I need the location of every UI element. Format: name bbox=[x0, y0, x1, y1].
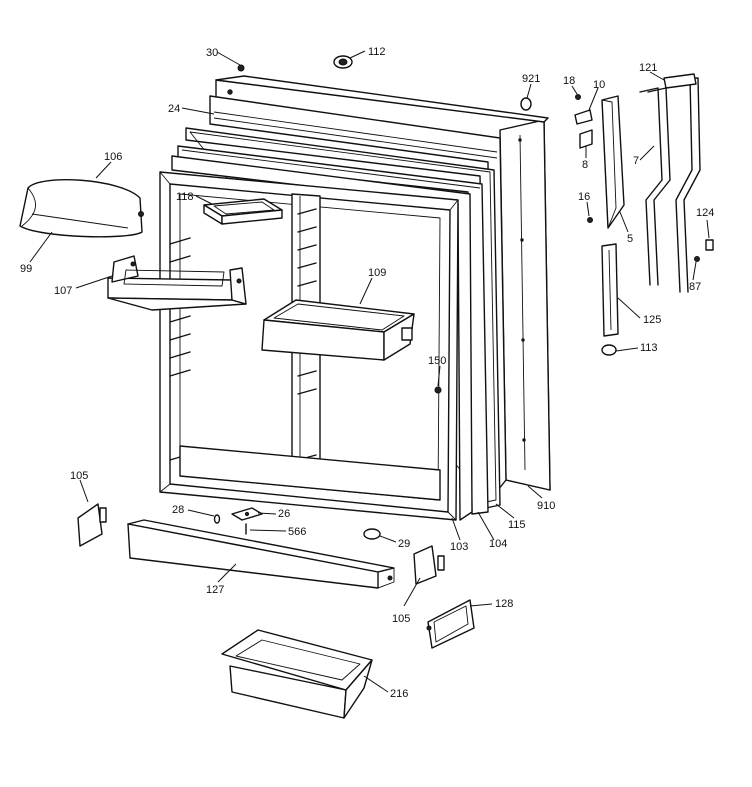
part-105-left-cap bbox=[77, 503, 107, 547]
part-127-shelf-front bbox=[127, 519, 395, 589]
callout-87: 87 bbox=[689, 281, 701, 293]
callout-124: 124 bbox=[696, 207, 714, 219]
leader-lines bbox=[29, 50, 710, 693]
callout-99: 99 bbox=[20, 263, 32, 275]
callout-106: 106 bbox=[104, 151, 122, 163]
part-5-hinge-bracket bbox=[601, 95, 625, 229]
outer-door-panel bbox=[215, 75, 551, 491]
callout-125: 125 bbox=[643, 314, 661, 326]
part-26-plate bbox=[231, 507, 263, 521]
callout-128: 128 bbox=[495, 598, 513, 610]
part-112-plug bbox=[333, 55, 353, 69]
part-30-screw bbox=[237, 64, 245, 72]
part-105-right-cap bbox=[413, 545, 445, 585]
callout-921: 921 bbox=[522, 73, 540, 85]
part-150-screw bbox=[434, 386, 442, 394]
part-128-trim bbox=[426, 599, 475, 649]
callout-labels: 30 112 921 18 10 121 24 106 118 8 7 16 1… bbox=[20, 46, 714, 700]
left-shelf-rails bbox=[169, 237, 191, 461]
callout-24: 24 bbox=[168, 103, 180, 115]
callout-113: 113 bbox=[640, 342, 658, 354]
callout-150: 150 bbox=[428, 355, 446, 367]
part-29-plug bbox=[363, 528, 381, 540]
callout-115: 115 bbox=[508, 519, 526, 531]
callout-107: 107 bbox=[54, 285, 72, 297]
part-8-cam bbox=[579, 129, 593, 149]
callout-104: 104 bbox=[489, 538, 507, 550]
part-106-dairy-door bbox=[19, 179, 144, 238]
callout-112: 112 bbox=[368, 46, 386, 58]
part-107-shelf bbox=[107, 255, 247, 311]
part-125-cover bbox=[601, 243, 619, 337]
part-87-screw bbox=[694, 256, 700, 262]
part-18-screw bbox=[575, 94, 581, 100]
callout-30: 30 bbox=[206, 47, 218, 59]
callout-7: 7 bbox=[633, 155, 639, 167]
part-7-handle-rod bbox=[639, 87, 671, 286]
gasket-103 bbox=[171, 155, 473, 521]
callout-28: 28 bbox=[172, 504, 184, 516]
part-118-bin bbox=[203, 198, 283, 225]
callout-18: 18 bbox=[563, 75, 575, 87]
callout-566: 566 bbox=[288, 526, 306, 538]
callout-127: 127 bbox=[206, 584, 224, 596]
callout-103: 103 bbox=[450, 541, 468, 553]
callout-5: 5 bbox=[627, 233, 633, 245]
callout-216: 216 bbox=[390, 688, 408, 700]
callout-16: 16 bbox=[578, 191, 590, 203]
part-16-screw bbox=[587, 217, 593, 223]
center-shelf-rails bbox=[297, 208, 317, 461]
callout-105-right: 105 bbox=[392, 613, 410, 625]
callout-910: 910 bbox=[537, 500, 555, 512]
callout-109: 109 bbox=[368, 267, 386, 279]
callout-121: 121 bbox=[639, 62, 657, 74]
callout-29: 29 bbox=[398, 538, 410, 550]
callout-26: 26 bbox=[278, 508, 290, 520]
part-121-handle bbox=[663, 73, 701, 293]
part-10-clip bbox=[574, 109, 593, 125]
callout-105-left: 105 bbox=[70, 470, 88, 482]
part-124-clip bbox=[705, 239, 714, 251]
callout-8: 8 bbox=[582, 159, 588, 171]
part-113-cap bbox=[601, 344, 617, 356]
part-216-bin bbox=[221, 629, 373, 719]
part-109-bin bbox=[261, 299, 415, 361]
part-921-plug bbox=[520, 97, 532, 111]
part-28-pin bbox=[213, 514, 221, 524]
callout-118: 118 bbox=[176, 191, 194, 203]
callout-10: 10 bbox=[593, 79, 605, 91]
